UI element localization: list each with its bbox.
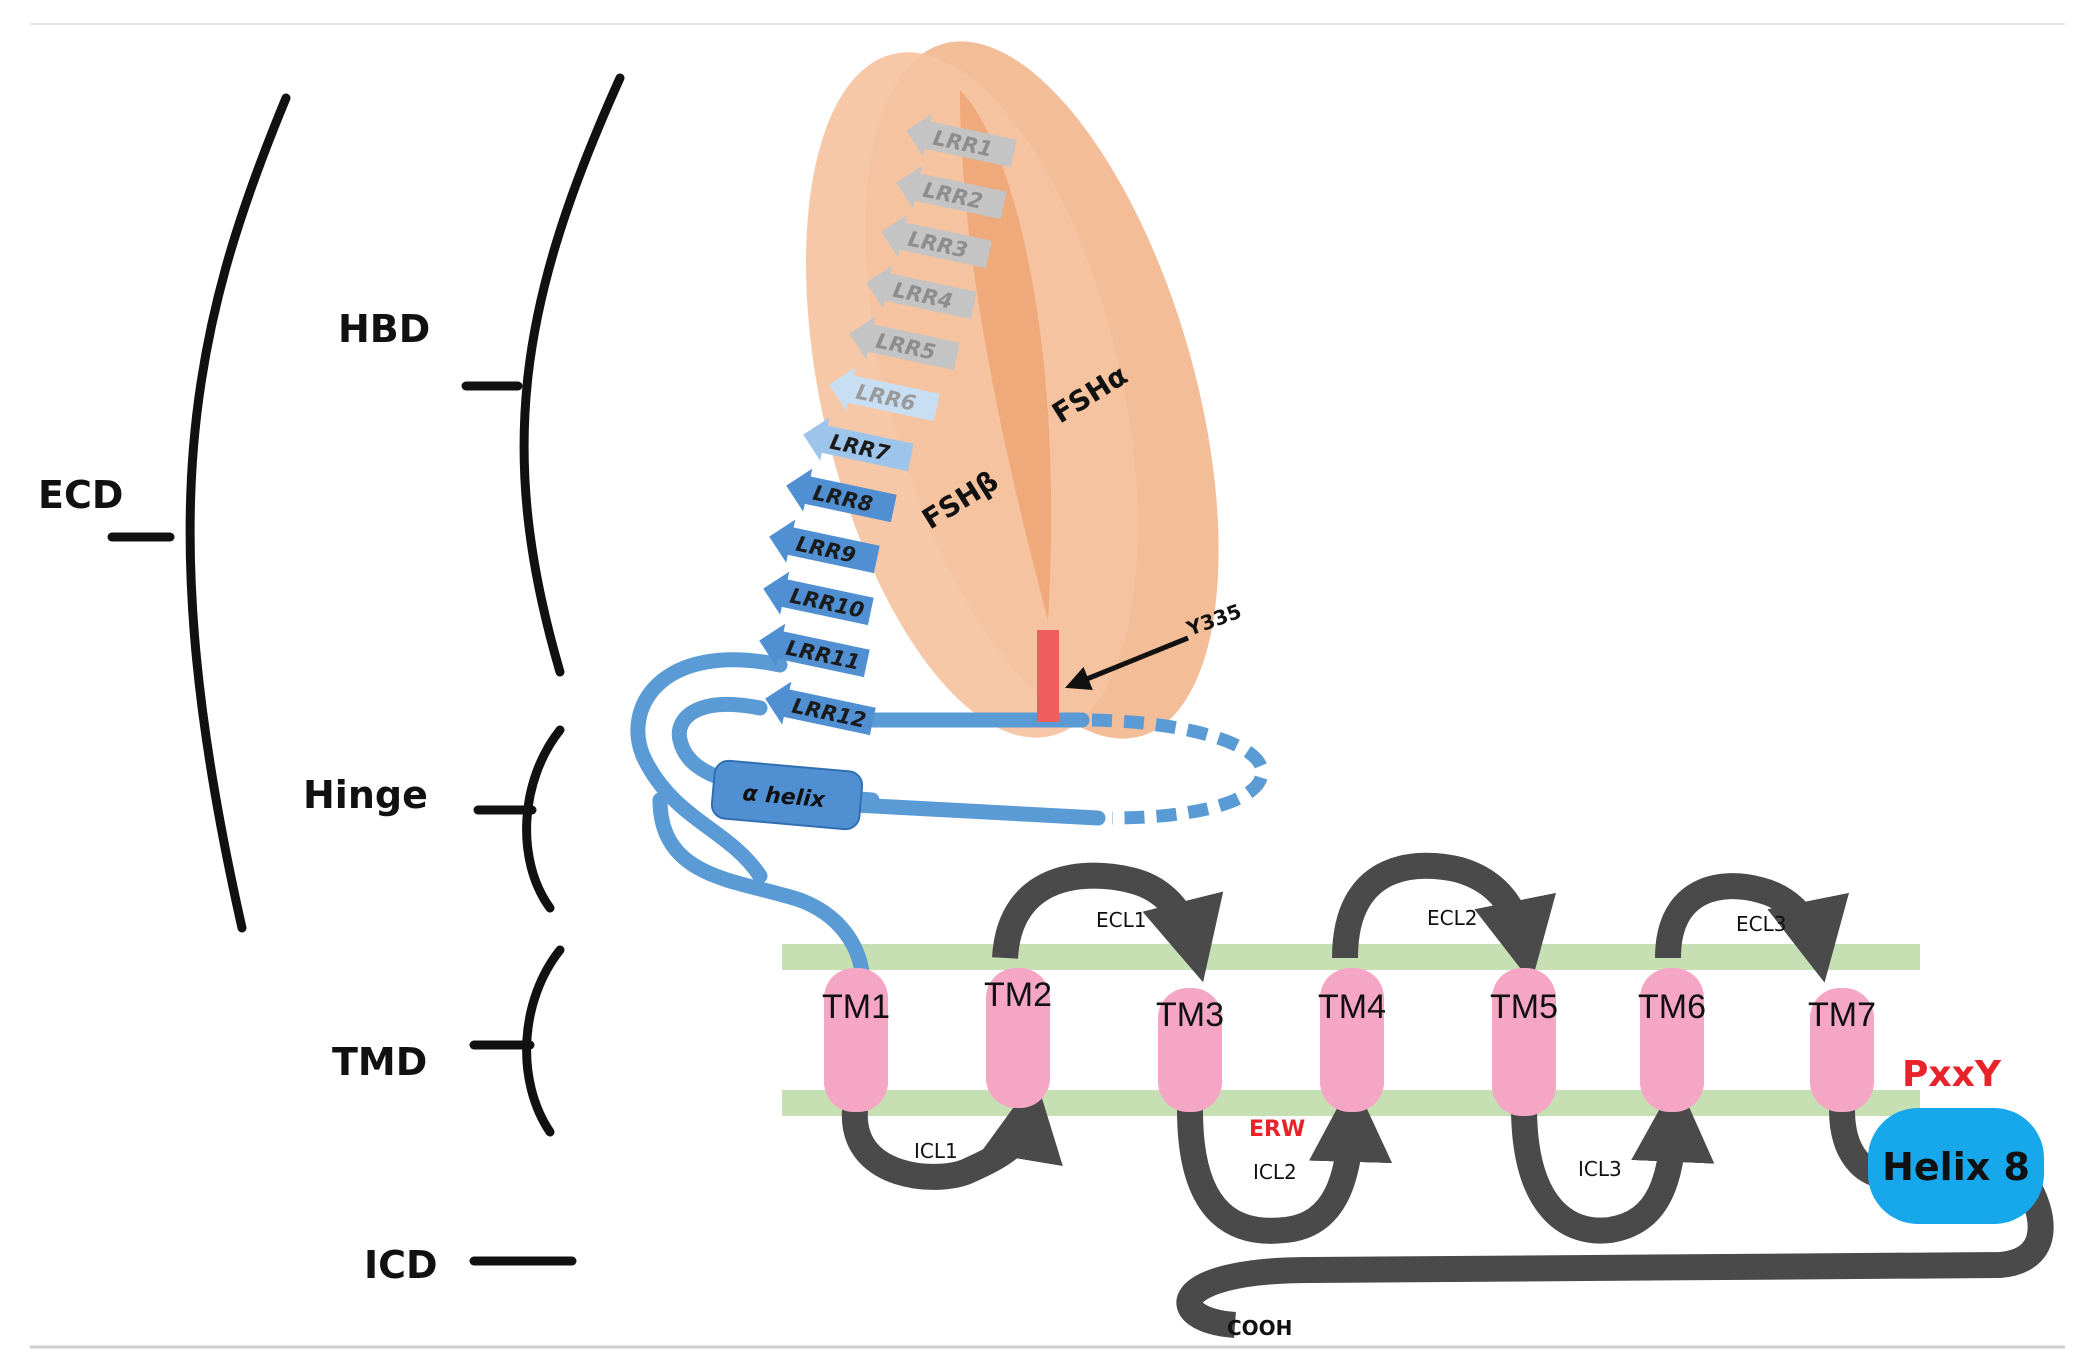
lrr-arrow-shape bbox=[786, 468, 897, 523]
lrr-arrow-11: LRR11 bbox=[759, 623, 870, 678]
tm-helix-shape bbox=[1640, 968, 1704, 1112]
erw-motif: ERW bbox=[1249, 1117, 1305, 1142]
lrr-arrow-shape bbox=[803, 417, 914, 472]
helix-8: Helix 8 bbox=[1868, 1108, 2044, 1224]
tm-helix-shape bbox=[1810, 988, 1874, 1112]
fsh-ligand: FSHα FSHβ bbox=[805, 41, 1219, 739]
lrr-arrow-shape bbox=[829, 367, 940, 422]
pxxy-motif: PxxY bbox=[1902, 1054, 2002, 1095]
helix-8-shape bbox=[1868, 1108, 2044, 1224]
tm-helix-shape bbox=[1492, 968, 1556, 1116]
cooh-label: COOH bbox=[1227, 1316, 1292, 1340]
lrr-arrow-shape bbox=[763, 571, 874, 626]
ecd-label: ECD bbox=[38, 473, 123, 517]
lrr-arrow-10: LRR10 bbox=[763, 571, 874, 626]
fsh-beta-ellipse bbox=[805, 52, 1139, 738]
tm-label: TM5 bbox=[1490, 988, 1558, 1026]
tmd-label: TMD bbox=[332, 1040, 427, 1084]
lrr-arrow-shape bbox=[896, 165, 1007, 220]
fsh-overlap bbox=[960, 90, 1052, 620]
alpha-helix-cylinder bbox=[710, 759, 864, 831]
lrr-arrow-shape bbox=[881, 214, 992, 269]
tm-helix-7: TM7 bbox=[1808, 988, 1876, 1112]
tm-helix-5: TM5 bbox=[1490, 968, 1558, 1116]
lrr-arrow-shape bbox=[765, 681, 876, 736]
tm-helix-shape bbox=[824, 968, 888, 1112]
tm-label: TM2 bbox=[984, 976, 1052, 1014]
c-terminal-tail bbox=[1176, 1151, 2054, 1338]
hinge-label: Hinge bbox=[303, 773, 428, 817]
tm-label: TM1 bbox=[822, 988, 890, 1026]
icd-label: ICD bbox=[364, 1243, 438, 1287]
icl1-label: ICL1 bbox=[914, 1139, 958, 1163]
tm-label: TM6 bbox=[1638, 988, 1706, 1026]
lrr-arrow-12: LRR12 bbox=[765, 681, 876, 736]
tm-helix-1: TM1 bbox=[822, 968, 890, 1112]
lrr-arrow-shape bbox=[866, 265, 977, 320]
ecd-bracket bbox=[185, 93, 291, 933]
tm-helix-2: TM2 bbox=[984, 968, 1052, 1108]
lrr-arrow-shape bbox=[906, 113, 1017, 168]
ecl1-label: ECL1 bbox=[1096, 908, 1146, 932]
icl2-label: ICL2 bbox=[1253, 1160, 1297, 1184]
tm-helix-shape bbox=[1320, 968, 1384, 1112]
icl2-loop bbox=[1177, 1078, 1393, 1244]
icl3-label: ICL3 bbox=[1578, 1157, 1622, 1181]
alpha-helix: α helix bbox=[710, 759, 864, 831]
tm-loops bbox=[841, 852, 2054, 1338]
icl1-loop bbox=[841, 1077, 1063, 1190]
ecl3-label: ECL3 bbox=[1736, 912, 1786, 936]
tm-label: TM7 bbox=[1808, 996, 1876, 1034]
hbd-label: HBD bbox=[338, 307, 430, 351]
icl3-loop bbox=[1511, 1078, 1715, 1244]
tm-label: TM4 bbox=[1318, 988, 1386, 1026]
tm-helix-4: TM4 bbox=[1318, 968, 1386, 1112]
tmd-bracket bbox=[522, 945, 565, 1137]
domain-brackets bbox=[107, 73, 625, 1266]
tm-label: TM3 bbox=[1156, 996, 1224, 1034]
tm-helix-6: TM6 bbox=[1638, 968, 1706, 1112]
tm-helix-shape bbox=[986, 968, 1050, 1108]
ecl2-loop bbox=[1332, 852, 1556, 983]
ecl2-label: ECL2 bbox=[1427, 906, 1477, 930]
y335-site bbox=[1037, 630, 1059, 722]
lrr-arrow-shape bbox=[769, 519, 880, 574]
lrr-arrow-shape bbox=[759, 623, 870, 678]
helix-tail bbox=[847, 797, 1106, 826]
hbd-bracket bbox=[519, 73, 625, 677]
helix-8-label: Helix 8 bbox=[1882, 1145, 2030, 1189]
lrr-repeats: LRR1LRR2LRR3LRR4LRR5LRR6LRR7LRR8LRR9LRR1… bbox=[759, 113, 1017, 736]
tm-helix-shape bbox=[1158, 988, 1222, 1112]
ecl1-loop bbox=[992, 862, 1224, 983]
hinge-bracket bbox=[522, 725, 565, 913]
y335-arrow bbox=[1065, 635, 1189, 691]
hinge-dashed-loop bbox=[1091, 713, 1269, 825]
receptor-to-tm1 bbox=[652, 792, 870, 980]
tm-helix-3: TM3 bbox=[1156, 988, 1224, 1112]
lrr-arrow-shape bbox=[849, 316, 960, 371]
ecl3-loop bbox=[1655, 873, 1849, 983]
hinge-loop-outer bbox=[630, 652, 788, 884]
